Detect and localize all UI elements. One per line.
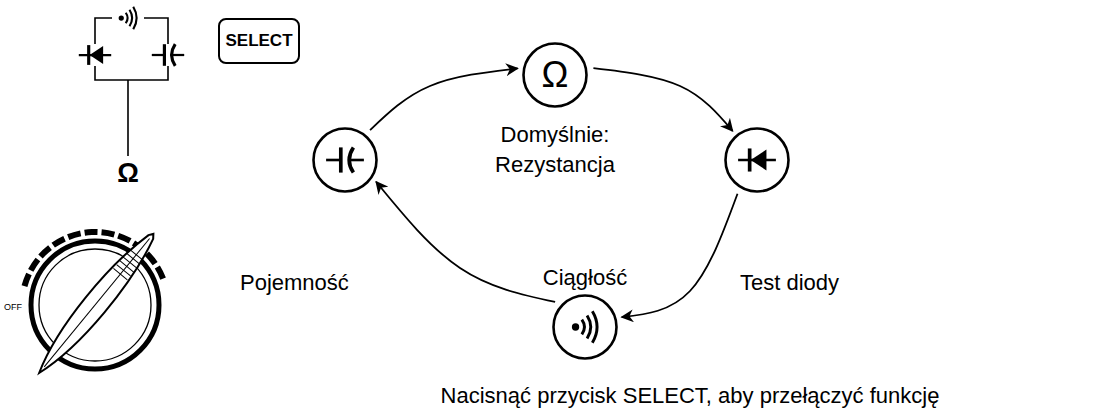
dial-off-label: OFF xyxy=(4,302,22,312)
cycle-arrow xyxy=(593,68,732,131)
function-bracket xyxy=(79,6,184,156)
function-circle: Test diody xyxy=(724,127,790,193)
diode-symbol xyxy=(79,45,111,65)
function-circle: Pojemność xyxy=(312,127,378,193)
grip-ridge xyxy=(120,261,134,272)
label-holder: OFF xyxy=(2,296,24,314)
rotary-dial xyxy=(18,226,164,380)
cycle-arrow xyxy=(370,68,518,130)
pointer-ridge xyxy=(44,239,149,367)
label-holder: Domyślnie: Rezystancja xyxy=(480,120,630,180)
function-symbol xyxy=(738,148,776,171)
function-label: Ciągłość xyxy=(543,263,627,293)
label-holder: Test diody xyxy=(740,268,839,298)
function-label: Domyślnie: Rezystancja xyxy=(480,120,630,180)
capacitor-symbol xyxy=(152,44,184,66)
button-label: SELECT xyxy=(225,31,292,51)
grip-ridge xyxy=(126,253,140,264)
grip-ridge xyxy=(129,249,143,260)
label-holder: Ciągłość xyxy=(520,263,650,293)
symbol-ground xyxy=(112,6,144,30)
grip-ridge xyxy=(117,265,131,276)
function-symbol xyxy=(572,311,597,343)
label-holder: Pojemność xyxy=(240,268,349,298)
caption-holder: Nacisnąć przycisk SELECT, aby przełączyć… xyxy=(380,383,1000,409)
bracket-line xyxy=(95,66,168,156)
pointer-grip xyxy=(113,249,143,280)
circle-border xyxy=(314,129,377,192)
circle-outline xyxy=(724,127,790,193)
caption: Nacisnąć przycisk SELECT, aby przełączyć… xyxy=(441,383,940,408)
pointer-body xyxy=(30,226,163,380)
circle-border xyxy=(524,44,587,107)
function-symbol xyxy=(326,147,364,172)
function-circle: Ciągłość xyxy=(552,294,618,360)
circle-border xyxy=(554,296,617,359)
function-label: Pojemność xyxy=(240,268,349,298)
function-label: Test diody xyxy=(740,268,839,298)
continuity-symbol xyxy=(119,7,137,30)
dial-position-label: Ω xyxy=(117,158,139,188)
circle-outline xyxy=(552,294,618,360)
dial-pointer xyxy=(30,226,163,380)
circle-outline xyxy=(312,127,378,193)
cycle-arrow xyxy=(376,182,555,302)
grip-ridge xyxy=(113,268,127,279)
label-holder: Ω xyxy=(108,158,148,189)
symbol-text: Ω xyxy=(542,57,569,93)
function-circle: ΩDomyślnie: Rezystancja xyxy=(522,42,588,108)
grip-ridge xyxy=(123,257,137,268)
circle-border xyxy=(726,129,789,192)
cycle-arrow xyxy=(622,194,738,317)
select-button: SELECT xyxy=(218,18,300,64)
